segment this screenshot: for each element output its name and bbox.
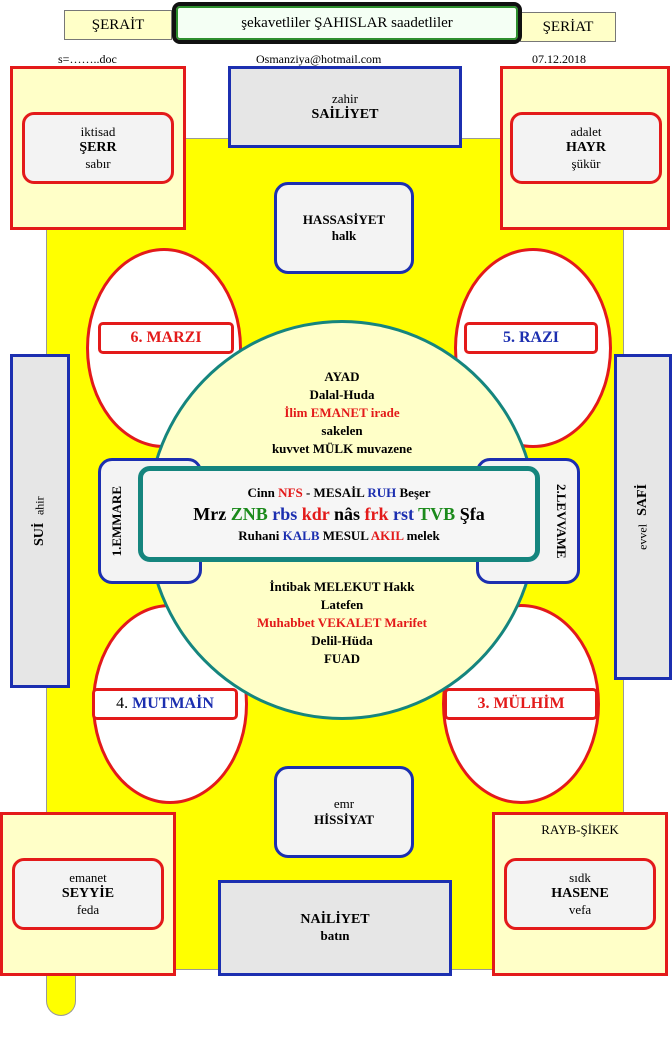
r2-2: rbs	[272, 503, 298, 524]
r2-7: TVB	[418, 503, 456, 524]
r2-0: Mrz	[193, 503, 227, 524]
circle-top-l3: İlim EMANET irade	[284, 405, 400, 420]
safi-box: evvel SAFİ	[614, 354, 672, 680]
sui-line2: ahir	[32, 495, 47, 515]
hissiyat-box: emr HİSSİYAT	[274, 766, 414, 858]
corner-bottom-right-inner: sıdk HASENE vefa	[504, 858, 656, 930]
nailiyet-line1: NAİLİYET	[300, 912, 370, 927]
r3e: melek	[403, 527, 440, 543]
center-row2: Mrz ZNB rbs kdr nâs frk rst TVB Şfa	[193, 504, 484, 525]
circle-bottom-text: İntibak MELEKUT Hakk Latefen Muhabbet VE…	[200, 578, 484, 668]
mutmain-text: MUTMAİN	[132, 695, 214, 712]
sui-box: SUİ ahir	[10, 354, 70, 688]
mulhim-label: 3. MÜLHİM	[444, 688, 598, 720]
br-header: RAYB-ŞİKEK	[541, 822, 619, 837]
tr-line2: HAYR	[566, 140, 606, 155]
sui-line1: SUİ	[32, 522, 47, 546]
corner-top-right-inner: adalet HAYR şükür	[510, 112, 662, 184]
header-title-box: şekavetliler ŞAHISLAR saadetliler	[172, 2, 522, 44]
mulhim-text: 3. MÜLHİM	[477, 695, 565, 712]
bl-line2: SEYYİE	[61, 886, 115, 901]
r1d: RUH	[367, 484, 397, 500]
center-row3: Ruhani KALB MESUL AKIL melek	[238, 528, 440, 544]
tr-line3: şükür	[571, 156, 601, 171]
hissiyat-line1: emr	[333, 796, 355, 811]
safi-line2: SAFİ	[635, 484, 650, 516]
sailiyet-line2: SAİLİYET	[311, 107, 379, 122]
circle-bottom-l1: İntibak MELEKUT Hakk	[269, 579, 415, 594]
mutmain-label: 4. MUTMAİN	[92, 688, 238, 720]
header-left-tab: ŞERAİT	[64, 10, 172, 40]
center-row1: Cinn NFS - MESAİL RUH Beşer	[247, 485, 430, 501]
header-right-tab: ŞERİAT	[520, 12, 616, 42]
nailiyet-box: NAİLİYET batın	[218, 880, 452, 976]
r1b: NFS	[278, 484, 303, 500]
br-line3: vefa	[568, 902, 592, 917]
r2-3: kdr	[301, 503, 330, 524]
circle-top-l5: kuvvet MÜLK muvazene	[271, 441, 413, 456]
marzi-label: 6. MARZI	[98, 322, 234, 354]
circle-top-l1: AYAD	[324, 369, 360, 384]
hassasiyet-line2: halk	[331, 228, 357, 243]
email-text: Osmanziya@hotmail.com	[256, 52, 382, 66]
sailiyet-box: zahir SAİLİYET	[228, 66, 462, 148]
corner-top-left-inner: iktisad ŞERR sabır	[22, 112, 174, 184]
razi-label: 5. RAZI	[464, 322, 598, 354]
circle-bottom-l5: FUAD	[323, 651, 361, 666]
r1e: Beşer	[396, 484, 431, 500]
r1c: - MESAİL	[302, 484, 368, 500]
r1a: Cinn	[247, 484, 279, 500]
circle-bottom-l2: Latefen	[320, 597, 364, 612]
r2-1: ZNB	[230, 503, 268, 524]
tl-line2: ŞERR	[79, 140, 117, 155]
hassasiyet-box: HASSASİYET halk	[274, 182, 414, 274]
hissiyat-line2: HİSSİYAT	[314, 812, 374, 827]
file-name: s=……..doc	[58, 52, 117, 66]
r2-8: Şfa	[459, 503, 485, 524]
r2-5: frk	[364, 503, 389, 524]
razi-text: 5. RAZI	[502, 329, 559, 346]
levvame-text: 2.LEVVAME	[554, 483, 569, 559]
circle-top-l4: sakelen	[321, 423, 363, 438]
r3d: AKIL	[370, 527, 404, 543]
circle-bottom-l4: Delil-Hüda	[311, 633, 373, 648]
mutmain-num: 4.	[116, 695, 133, 712]
marzi-text: 6. MARZI	[130, 329, 202, 346]
sailiyet-line1: zahir	[332, 91, 358, 106]
br-line2: HASENE	[551, 886, 609, 901]
circle-top-text: AYAD Dalal-Huda İlim EMANET irade sakele…	[200, 368, 484, 458]
date-text: 07.12.2018	[532, 52, 586, 66]
r2-4: nâs	[333, 503, 360, 524]
safi-line1: evvel	[635, 523, 650, 550]
corner-bottom-left-inner: emanet SEYYİE feda	[12, 858, 164, 930]
circle-bottom-l3: Muhabbet VEKALET Marifet	[257, 615, 427, 630]
bl-line3: feda	[76, 902, 100, 917]
r3c: MESUL	[319, 527, 371, 543]
page-title: şekavetliler ŞAHISLAR saadetliler	[241, 14, 453, 31]
header-left-label: ŞERAİT	[91, 16, 145, 33]
r2-6: rst	[392, 503, 414, 524]
tr-line1: adalet	[570, 124, 602, 139]
nailiyet-line2: batın	[320, 928, 350, 943]
tl-line3: sabır	[85, 156, 111, 171]
circle-top-l2: Dalal-Huda	[309, 387, 375, 402]
r3a: Ruhani	[238, 527, 283, 543]
r3b: KALB	[282, 527, 320, 543]
center-box: Cinn NFS - MESAİL RUH Beşer Mrz ZNB rbs …	[138, 466, 540, 562]
br-line1: sıdk	[569, 870, 591, 885]
header-right-label: ŞERİAT	[542, 18, 594, 35]
hassasiyet-line1: HASSASİYET	[302, 212, 386, 227]
tl-line1: iktisad	[80, 124, 116, 139]
bl-line1: emanet	[69, 870, 107, 885]
emmare-text: 1.EMMARE	[109, 485, 124, 557]
